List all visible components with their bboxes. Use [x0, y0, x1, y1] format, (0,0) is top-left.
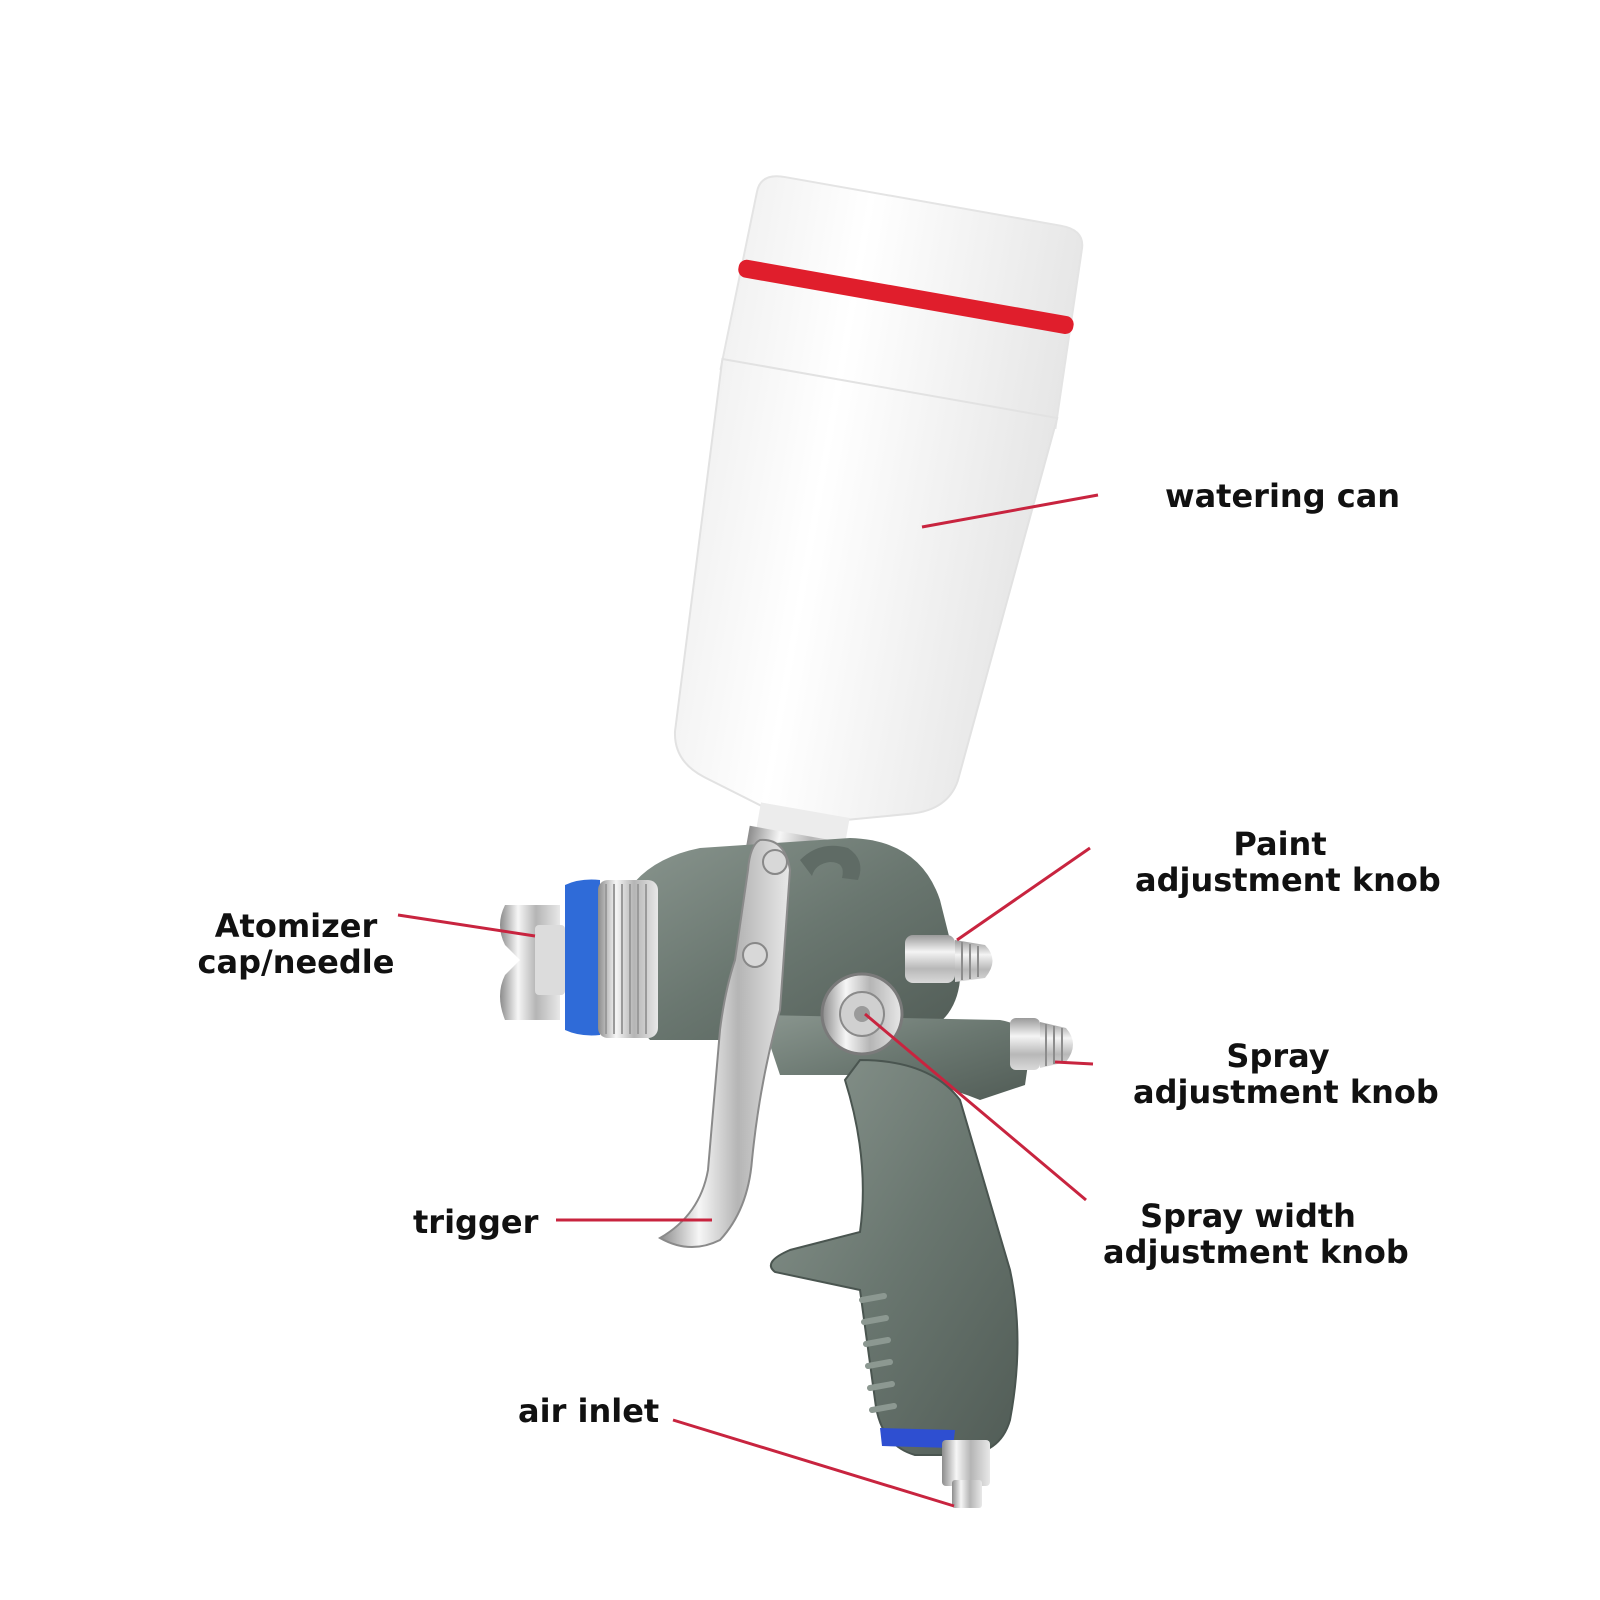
air-inlet-fitting: [942, 1440, 990, 1486]
label-air-inlet: air inlet: [518, 1393, 659, 1429]
leader-lines: [397, 493, 1099, 1508]
label-atomizer: Atomizer cap/needle: [196, 908, 396, 980]
leader-paint-knob: [956, 846, 1091, 942]
spray-knob: [1010, 1018, 1073, 1070]
label-spray-knob-line1: Spray: [1226, 1037, 1330, 1075]
label-paint-knob-line1: Paint: [1233, 825, 1327, 863]
label-trigger: trigger: [413, 1204, 538, 1240]
label-atomizer-line2: cap/needle: [197, 943, 395, 981]
inlet-blue-band: [880, 1428, 955, 1448]
leader-spray-width: [864, 1012, 1087, 1202]
label-atomizer-line1: Atomizer: [214, 907, 378, 945]
label-watering-can-text: watering can: [1165, 477, 1401, 515]
paint-knob: [905, 935, 993, 983]
spray-width-knob: [820, 972, 904, 1056]
cup-red-band: [738, 259, 1074, 335]
label-spray-knob-line2: adjustment knob: [1133, 1073, 1439, 1111]
label-paint-knob-line2: adjustment knob: [1135, 861, 1441, 899]
label-trigger-text: trigger: [413, 1203, 539, 1241]
atomizer-head: [500, 879, 658, 1038]
label-spray-width-knob: Spray width adjustment knob: [1103, 1197, 1409, 1271]
label-spray-width-line1: Spray width: [1140, 1197, 1356, 1235]
label-spray-knob: Spray adjustment knob: [1133, 1037, 1439, 1111]
paint-cup: [674, 175, 1084, 884]
leader-spray-knob: [1054, 1060, 1094, 1066]
leader-air-inlet: [672, 1418, 955, 1508]
label-air-inlet-text: air inlet: [518, 1392, 660, 1430]
label-paint-knob: Paint adjustment knob: [1135, 825, 1441, 899]
label-watering-can: watering can: [1165, 478, 1400, 514]
leader-watering-can: [921, 493, 1099, 529]
gun-body: [619, 838, 1030, 1508]
leader-atomizer: [397, 913, 536, 938]
trigger-lever: [657, 838, 792, 1249]
label-spray-width-line2: adjustment knob: [1103, 1233, 1409, 1271]
